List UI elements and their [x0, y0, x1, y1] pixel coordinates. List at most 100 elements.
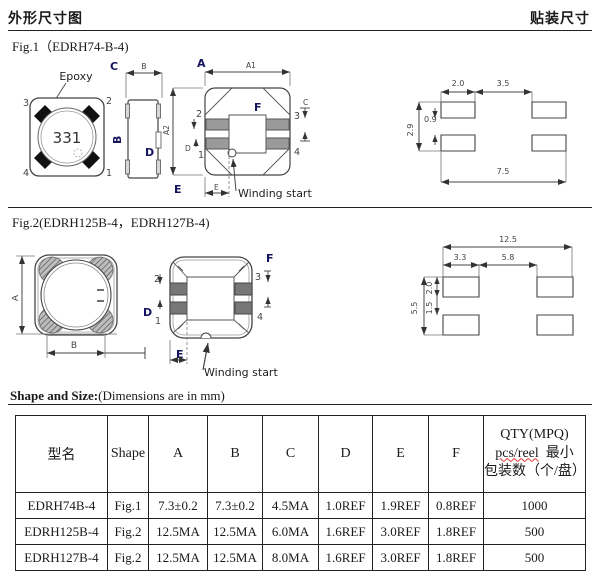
winding-start-mark: [228, 149, 236, 157]
qty-min: 最小: [545, 445, 574, 461]
land2-total: 12.5: [499, 235, 517, 244]
epoxy-label: Epoxy: [59, 70, 93, 83]
dim-b-label: B: [71, 341, 77, 351]
cell-model: EDRH74B-4: [15, 492, 108, 519]
page-title: 外形尺寸图: [8, 12, 83, 27]
fig1-land-pattern: 2.0 3.5 2.9 0.9 7.5: [406, 79, 593, 185]
land2-row-gap: 1.5: [425, 302, 434, 315]
cell-qty: 1000: [483, 492, 586, 519]
pin-1: 1: [155, 316, 161, 327]
fig2-winding-circle: [41, 260, 111, 330]
cell-a: 12.5MA: [148, 544, 208, 571]
cell-a: 12.5MA: [148, 518, 208, 545]
land1-gap: 3.5: [497, 79, 510, 88]
side-notch: [156, 132, 161, 148]
fig1-bottom-view: A A1 A2 2 D 1 3 4 F C E: [162, 57, 312, 200]
cell-c: 4.5MA: [262, 492, 319, 519]
corner-chamfers: [205, 88, 290, 175]
land1-height: 2.9: [406, 124, 415, 137]
diagonals: [173, 262, 249, 333]
dim-c-small: C: [303, 98, 308, 107]
pin-4: 4: [257, 312, 263, 323]
dim-e-bold: E: [174, 183, 182, 196]
dim-b-bold: B: [112, 136, 124, 144]
land1-pads: [441, 102, 566, 151]
fig2-core-window: [187, 277, 234, 320]
table-title-bold: Shape and Size:: [10, 388, 99, 403]
dim-a-bold: A: [197, 57, 206, 70]
fig2-winding-start-notch: [201, 333, 211, 338]
col-header-qty: QTY(MPQ) pcs/reel 最小 包装数（个/盘）: [483, 415, 586, 493]
pin-4: 4: [294, 147, 300, 158]
col-header-shape: Shape: [107, 415, 149, 493]
cell-model: EDRH125B-4: [15, 518, 108, 545]
pin-4: 4: [23, 168, 29, 179]
fig1-side-view: B B D: [112, 62, 184, 205]
col-header-b: B: [207, 415, 263, 493]
land2-gap: 5.8: [502, 253, 515, 262]
land1-total: 7.5: [497, 167, 510, 176]
cell-f: 0.8REF: [428, 492, 484, 519]
side-body: [128, 100, 158, 178]
table-row: EDRH74B-4 Fig.1 7.3±0.2 7.3±0.2 4.5MA 1.…: [15, 492, 586, 519]
winding-start-label: Winding start: [204, 366, 278, 379]
cell-c: 6.0MA: [262, 518, 319, 545]
col-header-a: A: [148, 415, 208, 493]
pin-3: 3: [255, 272, 261, 283]
qty-line3: 包装数（个/盘）: [484, 464, 586, 480]
pin-3: 3: [23, 98, 29, 109]
header-rule: [8, 30, 592, 31]
land2-pad-height: 2.0: [425, 282, 434, 295]
qty-pcs-reel: pcs/reel: [495, 445, 539, 461]
cell-shape: Fig.1: [107, 492, 149, 519]
winding-start-label: Winding start: [238, 187, 312, 200]
cell-a: 7.3±0.2: [148, 492, 208, 519]
dim-e-bold: E: [176, 348, 184, 361]
dim-c-label: C: [110, 60, 118, 73]
fig2-caption: Fig.2(EDRH125B-4，EDRH127B-4): [12, 215, 210, 230]
col-header-e: E: [372, 415, 429, 493]
table-header-row: 型名 Shape A B C D E F QTY(MPQ) pcs/reel 最…: [15, 415, 586, 493]
cell-b: 12.5MA: [207, 544, 263, 571]
dim-d-bold: D: [145, 146, 154, 159]
cell-shape: Fig.2: [107, 544, 149, 571]
col-header-model: 型名: [15, 415, 108, 493]
table-row: EDRH125B-4 Fig.2 12.5MA 12.5MA 6.0MA 1.6…: [15, 518, 586, 545]
cell-d: 1.6REF: [318, 518, 373, 545]
side-terminals: [126, 104, 161, 174]
cell-f: 1.8REF: [428, 544, 484, 571]
solder-pads: [206, 119, 289, 149]
dim-d-small: D: [185, 144, 191, 153]
table-title-rest: (Dimensions are in mm): [98, 388, 225, 403]
col-header-c: C: [262, 415, 319, 493]
land2-height: 5.5: [410, 302, 419, 315]
col-header-d: D: [318, 415, 373, 493]
qty-line2: pcs/reel 最小: [484, 445, 585, 464]
dim-a2-label: A2: [162, 125, 171, 135]
shape-size-table: 型名 Shape A B C D E F QTY(MPQ) pcs/reel 最…: [15, 415, 586, 571]
dim-a-label: A: [12, 294, 21, 301]
fig2-rule: [8, 207, 592, 208]
dim-a1-label: A1: [246, 61, 256, 70]
pin-3: 3: [294, 111, 300, 122]
land1-row-gap: 0.9: [424, 115, 437, 124]
land2-pad-width: 3.3: [454, 253, 467, 262]
table-title: Shape and Size:(Dimensions are in mm): [10, 388, 225, 404]
pin-2: 2: [106, 96, 112, 107]
part-marking: 331: [53, 129, 82, 147]
cell-b: 7.3±0.2: [207, 492, 263, 519]
fig2-land-pattern: 12.5 3.3 5.8 5.5 2.0 1.5: [410, 235, 597, 373]
cell-c: 8.0MA: [262, 544, 319, 571]
dim-e-small: E: [214, 183, 219, 192]
pin-1: 1: [198, 150, 204, 161]
table-row: EDRH127B-4 Fig.2 12.5MA 12.5MA 8.0MA 1.6…: [15, 544, 586, 571]
cell-f: 1.8REF: [428, 518, 484, 545]
land2-pads: [443, 277, 573, 335]
cell-d: 1.0REF: [318, 492, 373, 519]
fig2-bottom-view: 2 D 1 F 3 4 E Winding start: [143, 252, 278, 379]
cell-b: 12.5MA: [207, 518, 263, 545]
dim-b-small: B: [141, 62, 146, 71]
qty-line1: QTY(MPQ): [500, 426, 569, 442]
cell-model: EDRH127B-4: [15, 544, 108, 571]
polarity-dot: [74, 149, 82, 157]
